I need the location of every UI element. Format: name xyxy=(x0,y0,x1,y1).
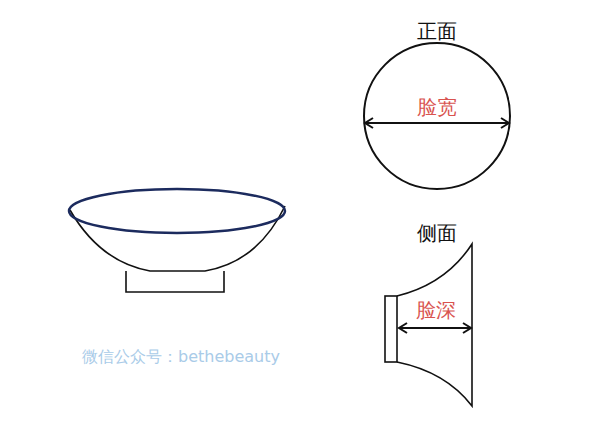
side-profile xyxy=(397,244,472,406)
side-foot xyxy=(385,296,397,362)
view-shape: 正面脸宽 xyxy=(358,16,516,192)
bowl-body xyxy=(70,206,285,271)
dimension-label: 脸宽 xyxy=(417,96,457,118)
view-shape: 侧面脸深 xyxy=(380,218,480,410)
bowl-rim xyxy=(69,189,285,233)
arrow-head xyxy=(463,323,471,333)
watermark: 微信公众号：bethebeauty xyxy=(82,347,280,368)
width-arrow xyxy=(366,122,508,124)
view-heading: 侧面 xyxy=(417,222,457,244)
bowl-foot xyxy=(126,271,224,292)
arrow-head xyxy=(399,323,407,333)
view-heading: 正面 xyxy=(417,20,457,42)
depth-arrow xyxy=(400,327,470,329)
dimension-label: 脸深 xyxy=(416,299,456,321)
face-circle xyxy=(364,43,510,189)
arrow-head xyxy=(501,118,509,128)
arrow-head xyxy=(365,118,373,128)
